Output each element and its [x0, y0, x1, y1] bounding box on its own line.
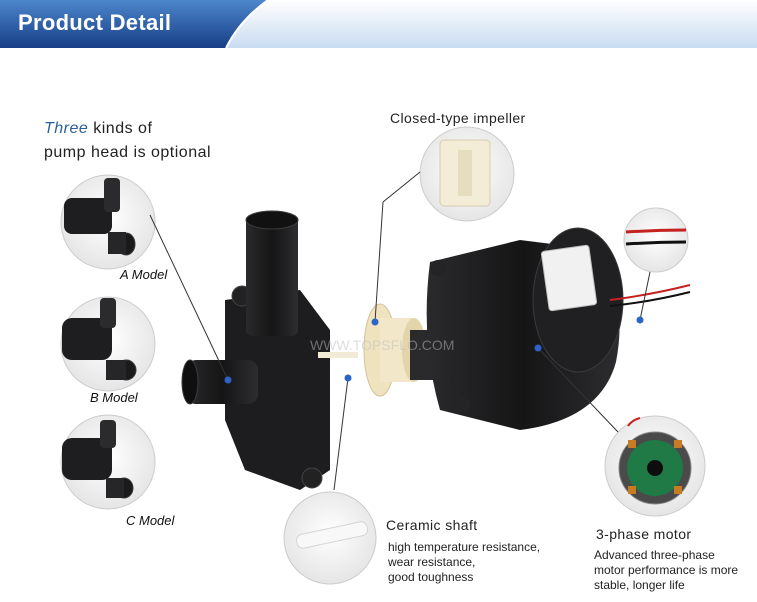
- motor-callout-title: 3-phase motor: [596, 526, 692, 542]
- intro-line1-rest: kinds of: [88, 120, 153, 137]
- motor-desc-line: Advanced three-phase: [594, 548, 715, 562]
- intro-line-1: Three kinds of: [44, 120, 152, 138]
- banner-background: [0, 0, 757, 49]
- intro-highlight: Three: [44, 120, 89, 137]
- model-c-label: C Model: [126, 513, 175, 528]
- page-title: Product Detail: [18, 10, 172, 35]
- model-c-thumbnail: [60, 414, 156, 510]
- model-b-thumbnail: [60, 296, 156, 392]
- model-a-thumbnail: [60, 174, 156, 270]
- model-b-label: B Model: [90, 390, 138, 405]
- cable-closeup: [623, 207, 689, 273]
- impeller-closeup: [419, 126, 515, 222]
- ceramic-shaft-closeup: [283, 491, 377, 585]
- ceramic-shaft-part: [318, 352, 358, 358]
- header-banner: Product Detail: [0, 0, 757, 49]
- leader-lines: [149, 171, 651, 491]
- motor-desc: Advanced three-phase motor performance i…: [594, 548, 738, 593]
- model-a-label: A Model: [120, 267, 168, 282]
- ceramic-desc-line: high temperature resistance,: [388, 540, 541, 554]
- watermark: WWW.TOPSFLO.COM: [310, 337, 454, 353]
- ceramic-desc-line: wear resistance,: [388, 555, 476, 569]
- pump-head: [181, 210, 330, 490]
- ceramic-shaft-desc: high temperature resistance, wear resist…: [388, 540, 540, 585]
- motor-pcb-closeup: [604, 415, 706, 517]
- intro-line-2: pump head is optional: [44, 144, 212, 161]
- impeller-callout-title: Closed-type impeller: [390, 110, 526, 126]
- ceramic-desc-line: good toughness: [388, 570, 474, 584]
- ceramic-shaft-title: Ceramic shaft: [386, 517, 478, 533]
- callout-dots: [224, 316, 644, 384]
- motor-desc-line: motor performance is more: [594, 563, 739, 577]
- motor-desc-line: stable, longer life: [594, 578, 685, 592]
- motor-body: [410, 227, 624, 430]
